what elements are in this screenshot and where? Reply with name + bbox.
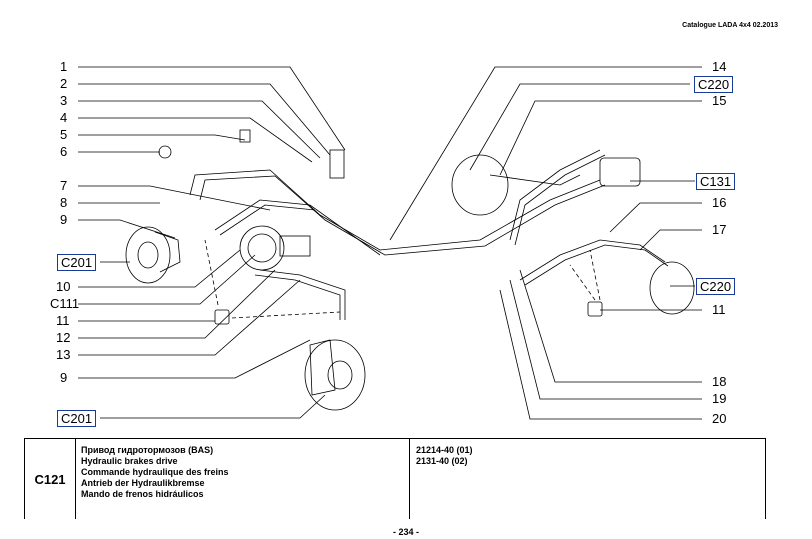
- callout-11-left: 11: [56, 313, 70, 328]
- callout-6: 6: [60, 144, 68, 159]
- callout-20: 20: [712, 411, 727, 426]
- models-cell: 21214-40 (01) 2131-40 (02): [409, 439, 766, 519]
- callout-16: 16: [712, 195, 727, 210]
- callout-17: 17: [712, 222, 727, 237]
- callout-1: 1: [60, 59, 68, 74]
- callout-12: 12: [56, 330, 71, 345]
- callout-4: 4: [60, 110, 68, 125]
- callout-8: 8: [60, 195, 68, 210]
- page-number: - 234 -: [392, 527, 419, 537]
- description-es: Mando de frenos hidráulicos: [81, 489, 204, 499]
- ref-c220-upper[interactable]: C220: [694, 76, 734, 93]
- callout-5: 5: [60, 127, 68, 142]
- callout-9: 9: [60, 212, 68, 227]
- description-en: Hydraulic brakes drive: [81, 456, 178, 466]
- description-list: Привод гидротормозов (BAS) Hydraulic bra…: [81, 445, 229, 500]
- callout-14: 14: [712, 59, 727, 74]
- models-list: 21214-40 (01) 2131-40 (02): [416, 445, 473, 467]
- ref-c131[interactable]: C131: [696, 173, 736, 190]
- callout-7: 7: [60, 178, 68, 193]
- callout-11-right: 11: [712, 302, 726, 317]
- callout-13: 13: [56, 347, 71, 362]
- callout-3: 3: [60, 93, 68, 108]
- catalogue-header: Catalogue LADA 4x4 02.2013: [682, 22, 778, 29]
- callout-18: 18: [712, 374, 727, 389]
- model-2: 2131-40 (02): [416, 456, 468, 466]
- description-de: Antrieb der Hydraulikbremse: [81, 478, 205, 488]
- callout-2: 2: [60, 76, 68, 91]
- description-fr: Commande hydraulique des freins: [81, 467, 229, 477]
- callout-10: 10: [56, 279, 71, 294]
- model-1: 21214-40 (01): [416, 445, 473, 455]
- ref-c201-upper[interactable]: C201: [57, 254, 97, 271]
- callout-15: 15: [712, 93, 727, 108]
- ref-c201-lower[interactable]: C201: [57, 410, 97, 427]
- callout-19: 19: [712, 391, 727, 406]
- section-code: C121: [25, 439, 76, 519]
- description-ru: Привод гидротормозов (BAS): [81, 445, 214, 455]
- callout-c111: C111: [50, 296, 80, 311]
- ref-c220-lower[interactable]: C220: [696, 278, 736, 295]
- callout-9-lower: 9: [60, 370, 68, 385]
- parts-info-table: C121 Привод гидротормозов (BAS) Hydrauli…: [24, 438, 766, 519]
